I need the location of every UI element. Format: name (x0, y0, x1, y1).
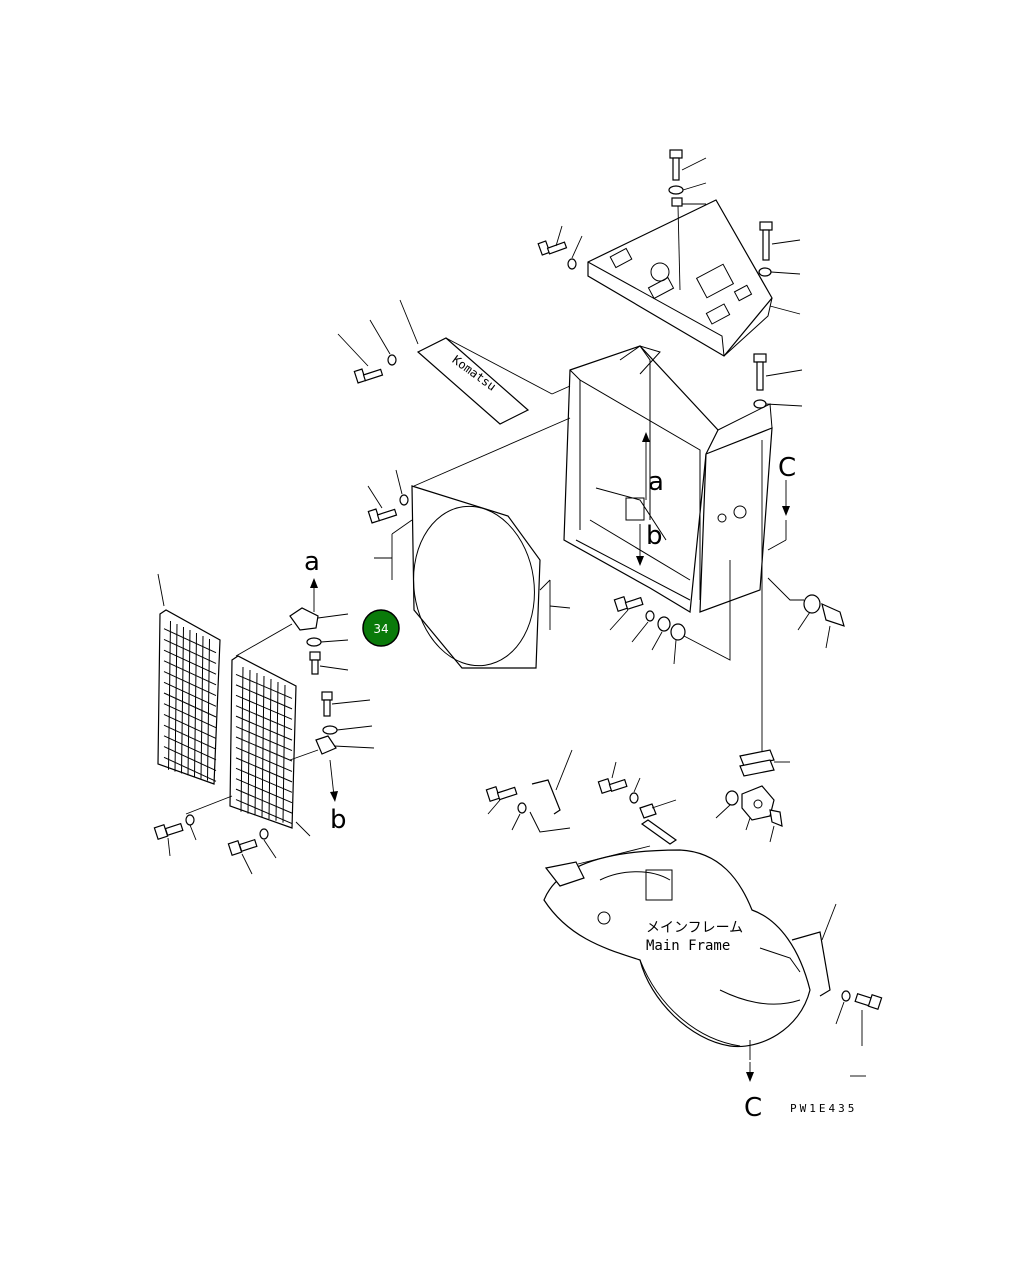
arrow-c-bottom-label: C (744, 1093, 762, 1123)
arrow-a-bottom-label: a (304, 547, 320, 577)
bolt-mainframe-center (597, 761, 678, 845)
arrow-c-top-label: C (778, 453, 796, 483)
badge-label: 34 (373, 622, 388, 636)
grille-bracket-upper (235, 607, 349, 675)
arrow-c-top: C (767, 453, 796, 551)
mount-block (715, 785, 783, 843)
arrow-a-top-label: a (648, 467, 664, 497)
callout-badge[interactable]: 34 (362, 609, 400, 647)
brand-plate: Komatsu (399, 299, 571, 425)
drawing-code: PW1E435 (790, 1102, 857, 1115)
main-frame (543, 849, 811, 1060)
arrow-a-bottom: a (304, 547, 320, 612)
bolt-top-center (668, 149, 707, 291)
cushion-pad (544, 845, 651, 887)
badge-circle (362, 609, 400, 647)
shim-stack (739, 749, 790, 777)
main-frame-label-en: Main Frame (646, 938, 730, 954)
main-frame-label-jp: メインフレーム (646, 920, 743, 936)
grille-rear (229, 655, 311, 837)
bolt-frame-right (753, 353, 803, 409)
bolt-top-left (537, 225, 583, 270)
arrow-b-bottom: b (329, 759, 347, 835)
bolt-brand-plate (337, 319, 397, 384)
arrow-b-bottom-label: b (330, 805, 347, 835)
bolt-top-right (758, 221, 801, 315)
arrow-a-top: a (642, 432, 664, 500)
bolt-grille-lower-left (153, 795, 233, 857)
radiator-frame (563, 345, 773, 614)
bushing-right (761, 440, 845, 760)
grille-front (157, 573, 221, 785)
fan-shroud (374, 417, 571, 669)
bolt-group-center (609, 560, 731, 665)
arrow-b-top: b (636, 521, 663, 566)
bolt-mainframe-right (835, 990, 883, 1077)
bolt-fan-shroud (367, 469, 409, 524)
rod-left (529, 749, 573, 833)
arrow-c-bottom: C (744, 1062, 762, 1123)
handle-right (759, 903, 837, 997)
grille-bracket-lower (289, 691, 375, 761)
arrow-b-top-label: b (646, 521, 663, 551)
bolt-grille-lower-right (227, 828, 277, 875)
bolt-mainframe-left (485, 785, 527, 831)
